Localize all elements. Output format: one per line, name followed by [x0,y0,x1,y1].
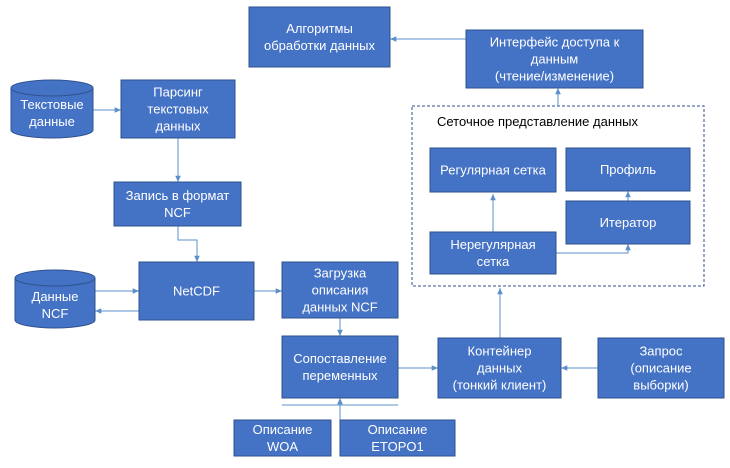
query-label-line: Запрос [639,344,683,359]
iterator-label: Итератор [600,215,657,230]
description-etopo1-label-line: ETOPO1 [371,439,424,454]
regular-grid-label-line: Регулярная сетка [440,163,546,178]
iterator-label-line: Итератор [600,215,657,230]
write-ncf-box [113,181,242,227]
algorithms-box [248,6,391,68]
parsing-label-line: данных [155,119,201,134]
container-label-line: (тонкий клиент) [453,378,547,393]
container-label-line: Контейнер [468,344,532,359]
irregular-grid-box [429,231,557,275]
load-description-label-line: описания [312,283,369,298]
matching-label-line: переменных [302,368,378,383]
description-woa-label-line: WOA [267,439,298,454]
matching-label: Сопоставление переменных [293,351,387,383]
iterator-box [565,200,691,245]
algorithms-label-line: Алгоритмы [286,21,353,36]
write-ncf-label-line: Запись в формат [126,188,230,203]
parsing-label-line: Парсинг [153,85,203,100]
profile-box [565,147,691,192]
text-data-label-line: Текстовые [20,97,83,112]
parsing-label-line: текстовых [147,102,209,117]
interface-box [465,29,644,89]
matching-box [281,335,399,399]
container-label-line: данных [477,361,523,376]
interface-label-line: Интерфейс доступа к [490,35,620,50]
load-description-box [281,261,399,319]
container-box [437,337,562,399]
description-etopo1-label-line: Описание [368,422,428,437]
interface-label-line: данным [531,52,579,67]
algorithms-label: Алгоритмы обработки данных [264,21,376,53]
edge-irregular-to-iterator [556,244,631,254]
edge-descriptions-to-matching [282,398,398,420]
irregular-grid-label-line: сетка [477,254,510,269]
ncf-data-label-line: NCF [42,306,69,321]
write-ncf-label-line: NCF [164,205,191,220]
algorithms-label-line: обработки данных [264,38,376,53]
netcdf-label: NetCDF [173,284,220,299]
text-data-label: Текстовые данные [20,97,83,129]
interface-label: Интерфейс доступа к данным (чтение/изменен… [490,35,620,84]
query-label-line: (описание [630,361,691,376]
load-description-label: Загрузка описания данных NCF [302,266,377,315]
irregular-grid-label: Нерегулярная сетка [450,237,535,269]
parsing-label: Парсинг текстовых данных [147,85,209,134]
grid-representation-title: Сеточное представление данных [437,114,639,129]
netcdf-box [138,261,255,321]
ncf-data-cylinder [14,269,96,329]
interface-label-line: (чтение/изменение) [495,69,614,84]
description-woa-label-line: Описание [253,422,313,437]
description-woa-box [233,419,332,457]
container-label: Контейнер данных (тонкий клиент) [453,344,547,393]
irregular-grid-label-line: Нерегулярная [450,237,535,252]
text-data-cylinder [10,79,94,139]
description-etopo1-box [339,419,456,457]
load-description-label-line: данных NCF [302,300,377,315]
edge-write-to-netcdf [177,226,200,262]
matching-label-line: Сопоставление [293,351,387,366]
netcdf-label-line: NetCDF [173,284,220,299]
parsing-box [120,79,236,139]
query-box [597,337,725,399]
query-label-line: выборки) [633,378,688,393]
regular-grid-box [429,147,557,193]
regular-grid-label: Регулярная сетка [440,163,546,178]
profile-label: Профиль [600,162,656,177]
text-data-label-line: данные [29,114,75,129]
load-description-label-line: Загрузка [314,266,367,281]
query-label: Запрос (описание выборки) [630,344,691,393]
profile-label-line: Профиль [600,162,656,177]
ncf-data-label-line: Данные [32,289,79,304]
